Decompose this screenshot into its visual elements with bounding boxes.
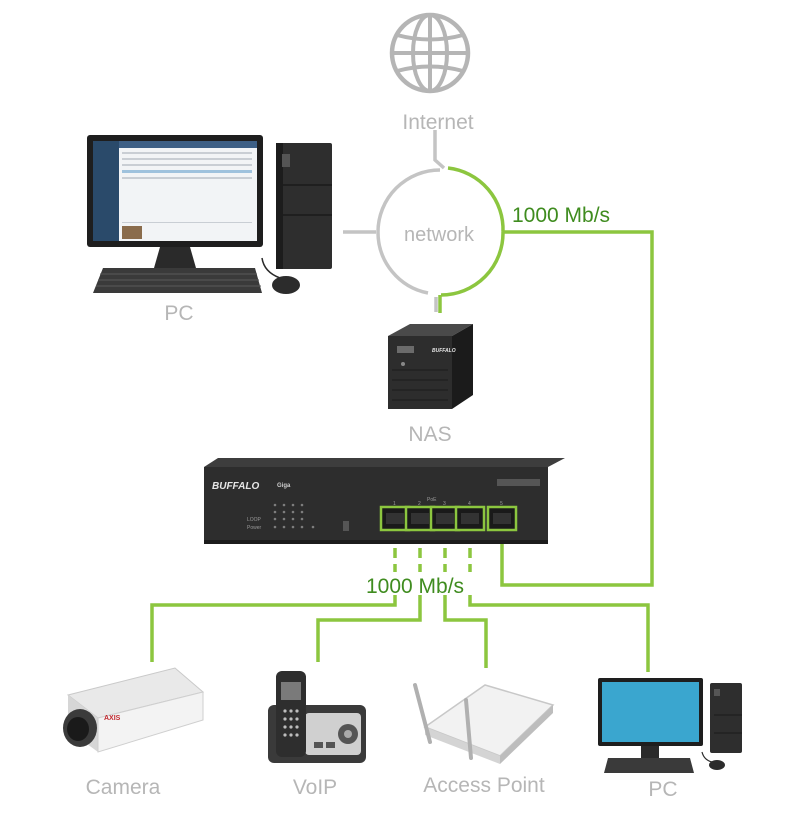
tower-drive — [282, 154, 290, 167]
connections — [150, 130, 654, 672]
switch-brand: BUFFALO — [212, 481, 259, 492]
mouse-cable — [261, 257, 281, 279]
voip-phone — [268, 671, 366, 763]
switch-toggle — [343, 521, 349, 531]
svg-text:1: 1 — [393, 501, 396, 507]
switch-ports: 1 2 3 4 5 — [379, 501, 518, 532]
camera-device: AXIS — [63, 667, 205, 753]
keyboard-keys — [96, 273, 261, 287]
ring-gray-lower-left — [376, 231, 429, 295]
ap-antenna-left — [413, 683, 432, 744]
pc-top-label: PC — [164, 302, 193, 325]
voip-link — [316, 595, 422, 662]
network-switch: BUFFALO Giga LOOP Power PoE 1 2 — [204, 458, 565, 544]
ap-body-side — [500, 705, 553, 764]
nas-top — [388, 324, 473, 336]
access-point — [413, 683, 555, 764]
screen-rows — [122, 152, 252, 223]
ap-body-front — [425, 727, 500, 764]
svg-text:5: 5 — [500, 501, 503, 507]
screen-thumbnail — [122, 226, 142, 239]
pc-bottom-stand — [641, 746, 659, 758]
pc-bottom-keyboard — [604, 758, 694, 773]
nas-side — [452, 324, 473, 409]
pc-bottom-screen — [602, 682, 699, 742]
camera-label: Camera — [86, 776, 161, 799]
svg-text:4: 4 — [468, 501, 471, 507]
pc-bottom-mouse — [709, 760, 725, 770]
mouse — [272, 276, 300, 294]
voip-screen — [281, 682, 301, 700]
ap-link — [443, 595, 488, 668]
camera-lens — [67, 717, 89, 741]
tower — [276, 143, 332, 269]
monitor-stand — [154, 247, 196, 268]
monitor-screen — [93, 141, 257, 241]
port-5: 5 — [486, 501, 518, 532]
nas-display — [397, 346, 414, 353]
camera-body-side — [97, 691, 204, 753]
nas-label: NAS — [408, 423, 451, 446]
globe-icon — [389, 12, 471, 94]
ring-gray-upper-left — [376, 168, 441, 233]
switch-top — [204, 458, 565, 467]
ap-body-top — [423, 684, 555, 757]
voip-keypad — [283, 709, 299, 737]
pc-bottom-link — [468, 595, 650, 672]
svg-text:2: 2 — [418, 501, 421, 507]
switch-front — [204, 467, 548, 543]
loop-label: LOOP — [247, 517, 262, 523]
poe-label: PoE — [427, 497, 437, 503]
pc-bottom-label: PC — [648, 778, 677, 801]
internet-label: Internet — [402, 111, 473, 134]
voip-label: VoIP — [293, 776, 337, 799]
access-point-label: Access Point — [423, 774, 545, 797]
nas-bays — [392, 369, 448, 401]
screen-topbar — [119, 141, 257, 148]
screen-sidebar — [93, 141, 119, 241]
switch-model-badge — [497, 479, 540, 486]
switch-leds — [273, 503, 315, 529]
network-label: network — [404, 224, 475, 246]
pc-bottom — [598, 678, 742, 773]
pc-top — [87, 135, 332, 294]
switch-model: Giga — [277, 483, 291, 489]
internet-link — [433, 130, 446, 170]
ring-green-lower-right — [440, 231, 505, 297]
camera-brand: AXIS — [104, 715, 121, 722]
port-4: 4 — [454, 501, 486, 532]
uplink-speed-label: 1000 Mb/s — [512, 204, 610, 227]
camera-link — [150, 595, 397, 662]
power-label: Power — [247, 525, 262, 531]
downlink-speed-label: 1000 Mb/s — [366, 575, 464, 598]
pc-bottom-tower — [710, 683, 742, 753]
nas-device: BUFFALO — [388, 324, 473, 409]
ring-green-upper-right — [447, 166, 505, 233]
nas-brand: BUFFALO — [432, 348, 456, 354]
ap-antenna-right — [464, 698, 473, 760]
svg-text:3: 3 — [443, 501, 446, 507]
uplink-line — [500, 230, 654, 587]
